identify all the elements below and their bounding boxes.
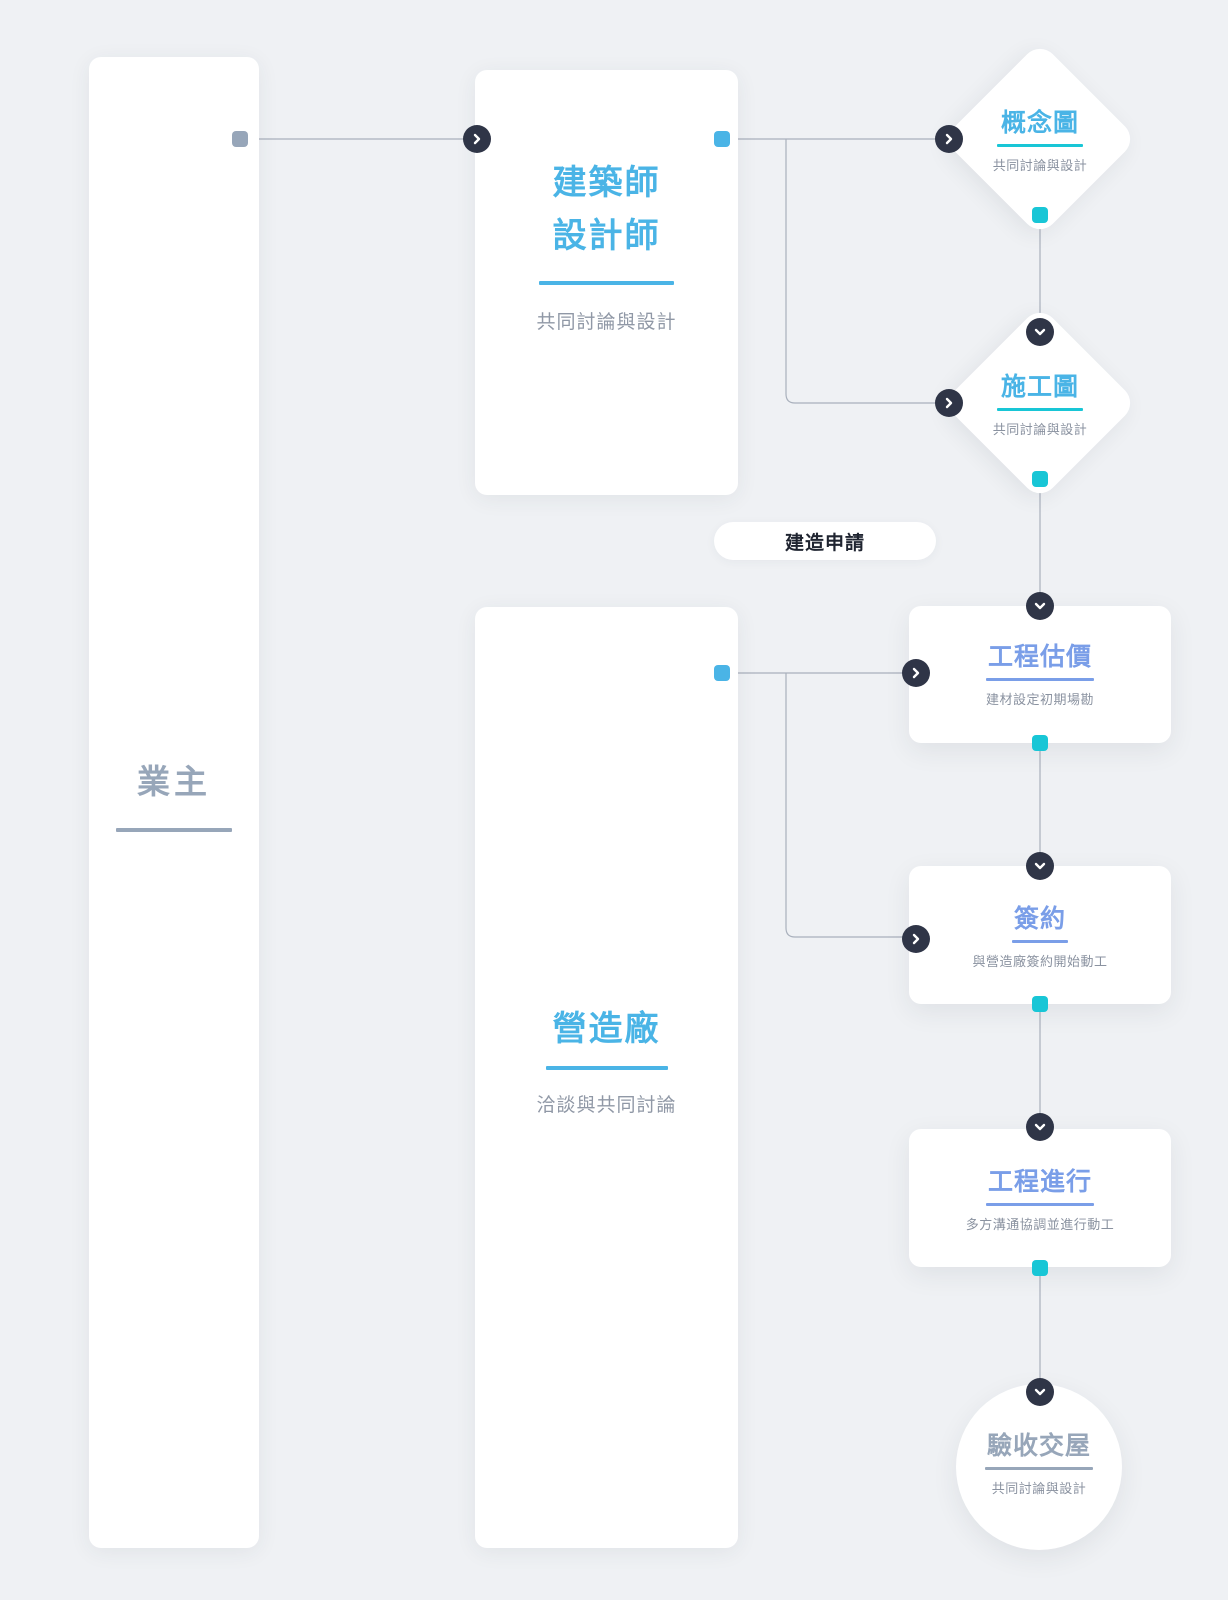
building-permit-text: 建造申請 xyxy=(784,531,865,554)
contractor-underline xyxy=(545,1066,668,1070)
concept-title: 概念圖 xyxy=(1000,108,1079,137)
chevron-right-icon xyxy=(935,125,963,153)
construction-drawing-out-connector xyxy=(1032,471,1048,487)
contract-title: 簽約 xyxy=(1013,904,1066,933)
progress-out-connector xyxy=(1032,1260,1048,1276)
contractor-title: 營造廠 xyxy=(552,1009,661,1049)
architect-title-line-1: 建築師 xyxy=(552,163,661,203)
concept-underline xyxy=(997,144,1083,147)
owner-card: 業主 xyxy=(89,57,259,1548)
estimate-title: 工程估價 xyxy=(987,642,1092,671)
estimate-subtitle: 建材設定初期場勘 xyxy=(985,693,1094,708)
concept-subtitle: 共同討論與設計 xyxy=(992,159,1088,174)
architect-connector xyxy=(714,131,730,147)
architect-title: 建築師 設計師 xyxy=(553,157,661,263)
owner-title: 業主 xyxy=(137,762,211,801)
construction-drawing-title: 施工圖 xyxy=(1000,372,1079,401)
chevron-right-icon xyxy=(935,389,963,417)
chevron-right-icon xyxy=(902,925,930,953)
progress-title: 工程進行 xyxy=(987,1167,1092,1196)
handover-underline xyxy=(985,1467,1093,1470)
connector-architect-construction-drawing xyxy=(785,139,946,404)
construction-drawing-node: 施工圖 共同討論與設計 xyxy=(960,370,1120,438)
chevron-down-icon xyxy=(1026,592,1054,620)
owner-underline xyxy=(116,828,232,832)
concept-node: 概念圖 共同討論與設計 xyxy=(960,106,1120,174)
architect-underline xyxy=(539,281,674,285)
chevron-down-icon xyxy=(1026,1378,1054,1406)
chevron-right-icon xyxy=(463,125,491,153)
contract-card: 簽約 與營造廠簽約開始動工 xyxy=(909,866,1171,1004)
contract-underline xyxy=(1012,940,1068,943)
building-permit-label: 建造申請 xyxy=(714,522,936,560)
chevron-down-icon xyxy=(1026,1113,1054,1141)
construction-drawing-underline xyxy=(997,408,1083,411)
chevron-down-icon xyxy=(1026,852,1054,880)
handover-title: 驗收交屋 xyxy=(986,1431,1091,1460)
contractor-card: 營造廠 洽談與共同討論 xyxy=(475,607,738,1548)
connector-contractor-contract xyxy=(785,673,914,938)
progress-underline xyxy=(986,1203,1094,1206)
construction-drawing-subtitle: 共同討論與設計 xyxy=(992,423,1088,438)
chevron-right-icon xyxy=(902,659,930,687)
architect-subtitle: 共同討論與設計 xyxy=(536,311,677,333)
contractor-connector xyxy=(714,665,730,681)
concept-out-connector xyxy=(1032,207,1048,223)
handover-subtitle: 共同討論與設計 xyxy=(991,1482,1087,1497)
architect-title-line-2: 設計師 xyxy=(552,216,661,256)
owner-connector xyxy=(232,131,248,147)
contract-subtitle: 與營造廠簽約開始動工 xyxy=(972,955,1108,970)
estimate-card: 工程估價 建材設定初期場勘 xyxy=(909,606,1171,743)
progress-card: 工程進行 多方溝通協調並進行動工 xyxy=(909,1129,1171,1267)
chevron-down-icon xyxy=(1026,318,1054,346)
handover-circle: 驗收交屋 共同討論與設計 xyxy=(956,1384,1122,1550)
estimate-out-connector xyxy=(1032,735,1048,751)
architect-card: 建築師 設計師 共同討論與設計 xyxy=(475,70,738,495)
estimate-underline xyxy=(986,678,1094,681)
contractor-subtitle: 洽談與共同討論 xyxy=(536,1094,677,1116)
contract-out-connector xyxy=(1032,996,1048,1012)
progress-subtitle: 多方溝通協調並進行動工 xyxy=(965,1218,1115,1233)
